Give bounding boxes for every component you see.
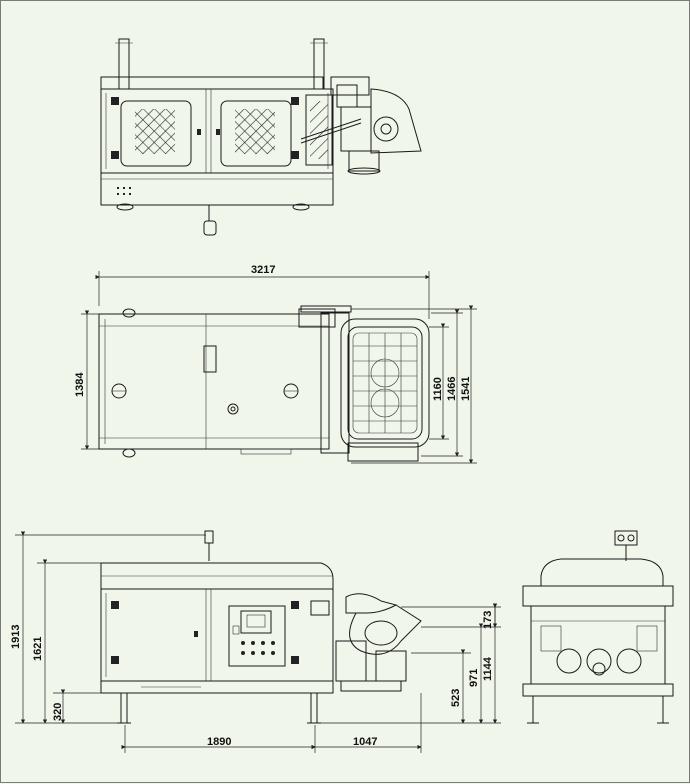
- dim-radiator-inner: 1160: [432, 377, 444, 401]
- dim-radiator-mid: 1466: [446, 377, 458, 401]
- dimension-labels: 3217 1384 1160 1466 1541 1913 1621 320 1…: [10, 264, 494, 748]
- dim-body-height: 1621: [32, 637, 44, 661]
- dimension-lines: [15, 271, 501, 753]
- end-elevation-view: [522, 530, 674, 724]
- dim-right-971: 971: [468, 669, 480, 687]
- front-elevation-view: [100, 38, 422, 236]
- dim-base-height: 320: [52, 703, 64, 721]
- dim-right-173: 173: [482, 611, 494, 629]
- dim-total-height: 1913: [10, 625, 22, 649]
- dim-length-left: 1890: [207, 736, 231, 748]
- dim-right-523: 523: [450, 689, 462, 707]
- plan-view: [98, 305, 430, 462]
- dim-radiator-outer: 1541: [460, 377, 472, 401]
- dim-right-1144: 1144: [482, 656, 494, 681]
- dim-top-width: 3217: [251, 264, 275, 276]
- side-elevation-view: [100, 530, 422, 724]
- dim-length-right: 1047: [353, 736, 377, 748]
- dim-top-height: 1384: [74, 372, 86, 397]
